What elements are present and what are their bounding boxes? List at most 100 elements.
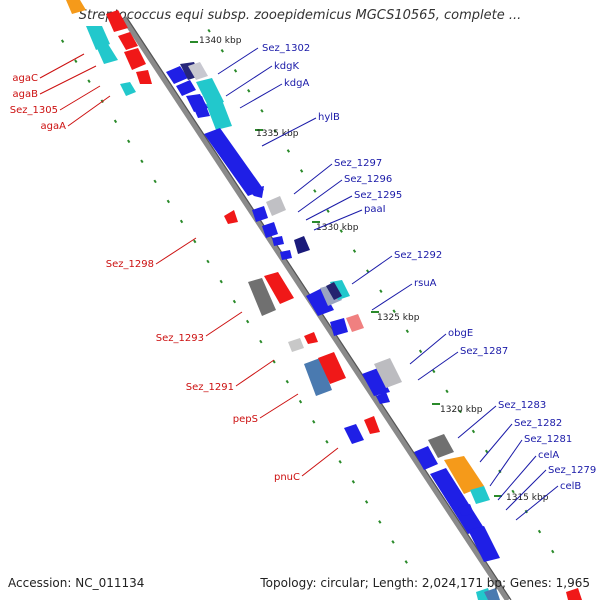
track-dot [87, 79, 91, 84]
track-dot [285, 379, 289, 384]
track-dot [179, 219, 184, 224]
gene-red-sez1298 [224, 210, 238, 224]
track-dot [113, 119, 118, 124]
track-dot [484, 449, 489, 454]
gene-blue-mid2 [190, 96, 210, 118]
track-dot [207, 28, 211, 33]
gene-cluster-bottom [476, 588, 582, 600]
track-dot [471, 429, 476, 434]
track-dot [219, 279, 223, 284]
gene-grey-kdgK [188, 62, 208, 80]
gene-blue-sez1292 [306, 288, 334, 316]
map-title: Streptococcus equi subsp. zooepidemicus … [78, 8, 522, 23]
gene-orange-sez1282 [444, 456, 484, 494]
gene-cyan-agaC [86, 26, 110, 50]
track-dot [286, 149, 291, 153]
gene-orange-top [66, 0, 86, 14]
gene-cyan-sez1281 [470, 486, 490, 504]
kbp-label: 1340 kbp [199, 36, 242, 46]
green-dot-tracks [60, 28, 555, 564]
gene-navy-paaI [294, 236, 310, 254]
track-dot [379, 289, 383, 293]
gene-cluster-mid [224, 196, 310, 260]
kbp-label: 1330 kbp [316, 223, 359, 233]
track-dot [140, 159, 144, 164]
gene-label-kdgA: kdgA [284, 78, 309, 89]
track-dot [298, 399, 303, 404]
gene-label-sez1279: Sez_1279 [548, 465, 596, 476]
accession-text: Accession: NC_011134 [8, 576, 145, 590]
track-dot [166, 199, 170, 204]
gene-label-rsuA: rsuA [414, 278, 437, 289]
track-dot [364, 500, 369, 504]
gene-blue-sez1283 [414, 446, 438, 470]
track-dot [153, 179, 157, 184]
labels-left: agaC agaB Sez_1305 agaA Sez_1298 Sez_129… [10, 73, 300, 483]
gene-red-top-2 [118, 32, 138, 50]
track-dot [351, 480, 356, 484]
gene-blue-sez1295 [262, 222, 278, 238]
gene-label-sez1297: Sez_1297 [334, 158, 382, 169]
gene-blue-hylB [204, 128, 264, 196]
gene-label-agaA: agaA [41, 121, 67, 132]
gene-grey-sez1293 [248, 278, 276, 316]
gene-label-paaI: paaI [364, 204, 386, 215]
gene-cluster-lower-right [306, 280, 500, 562]
gene-label-pnuC: pnuC [274, 472, 300, 483]
gene-grey-1320 [428, 434, 454, 458]
track-dot [405, 329, 410, 334]
track-dot [325, 439, 329, 444]
gene-navy-sez1292 [326, 282, 342, 300]
track-dot [220, 48, 224, 53]
gene-cluster-top-left [66, 0, 152, 96]
gene-label-sez1295: Sez_1295 [354, 190, 402, 201]
gene-blue-obgE [362, 368, 390, 396]
gene-blue-pnuC [344, 424, 364, 444]
gene-label-sez1282: Sez_1282 [514, 418, 562, 429]
kbp-ticks [190, 41, 502, 497]
track-dot [259, 339, 263, 344]
gene-blue-bottom [484, 588, 500, 600]
labels-right: Sez_1302 kdgK kdgA hylB Sez_1297 Sez_129… [262, 43, 596, 492]
gene-label-kdgK: kdgK [274, 61, 299, 72]
gene-blue-celA [430, 468, 484, 534]
gene-label-agaC: agaC [12, 73, 38, 84]
track-dot [312, 419, 316, 424]
track-dot [245, 319, 250, 324]
callouts-right [217, 47, 559, 521]
gene-cluster-top-right [166, 62, 264, 198]
track-dot [232, 299, 237, 304]
track-dot [445, 389, 449, 394]
track-dot [313, 189, 317, 193]
gene-red-pnuC [364, 416, 380, 434]
track-dot [326, 209, 330, 213]
track-dot [511, 489, 515, 494]
gene-red-bottom [566, 588, 582, 600]
track-dot [378, 520, 382, 524]
track-dot [260, 109, 264, 113]
gene-blue-kdgK [176, 80, 196, 96]
gene-steel-pepS [304, 358, 332, 396]
gene-label-pepS: pepS [233, 414, 258, 425]
track-dot [273, 129, 277, 133]
track-dot [339, 229, 343, 233]
gene-red-sez1293 [264, 272, 294, 304]
gene-red-sez1305 [124, 48, 146, 70]
gene-red-pepS [318, 352, 346, 384]
track-dot [60, 39, 65, 43]
gene-label-sez1292: Sez_1292 [394, 250, 442, 261]
gene-cluster-lower-left [248, 272, 380, 444]
gene-blue-hylB-tip [248, 186, 264, 198]
gene-blue-celB [468, 526, 500, 562]
gene-label-sez1305: Sez_1305 [10, 105, 58, 116]
genome-summary: Topology: circular; Length: 2,024,171 bp… [260, 576, 590, 590]
track-dot [391, 540, 395, 544]
gene-blue-rsuA [330, 318, 348, 336]
gene-blue-paaI [272, 236, 284, 246]
track-dot [206, 259, 210, 264]
track-dot [404, 560, 408, 564]
track-dot [366, 269, 370, 273]
gene-red-agaB [106, 10, 128, 32]
track-dot [551, 549, 555, 554]
